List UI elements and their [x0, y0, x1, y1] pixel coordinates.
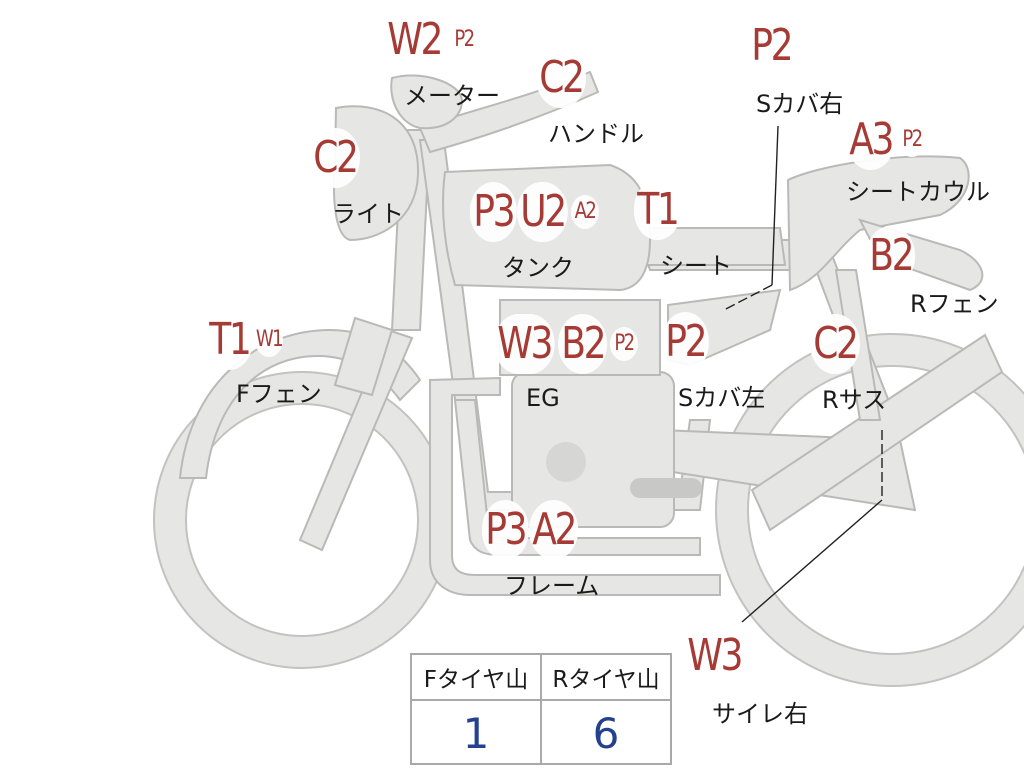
label-engine: EG [526, 384, 560, 412]
grade-main: P3 [482, 500, 529, 560]
guide-line-muffler-2 [741, 499, 883, 623]
grade-light: C2 [310, 128, 371, 188]
grade-main: C2 [310, 128, 360, 188]
grade-main: C2 [810, 314, 860, 374]
grade-main-2: B2 [557, 314, 607, 374]
guide-line-s-cover-right [771, 125, 779, 286]
grade-s-cover-right: P2 [748, 16, 805, 76]
rear-tread-value: 6 [592, 708, 620, 758]
grade-main: P2 [748, 16, 795, 76]
grade-meter: W2 P2 [384, 10, 484, 70]
tread-table-value-row: 1 6 [412, 701, 670, 765]
grade-engine: W3 B2 P2 [494, 314, 644, 374]
grade-r-suspension: C2 [810, 314, 871, 374]
grade-sub: A2 [570, 195, 599, 229]
grade-main: W3 [494, 314, 555, 374]
label-muffler-right: サイレ右 [712, 700, 808, 728]
label-frame: フレーム [504, 572, 600, 600]
label-f-fender: Fフェン [236, 380, 322, 408]
grade-r-fender: B2 [866, 226, 926, 286]
fork-sleeve-shape [333, 316, 394, 397]
label-tank: タンク [502, 254, 574, 282]
grade-main: A3 [846, 110, 896, 170]
label-handle: ハンドル [548, 120, 644, 148]
meter-shape [390, 74, 464, 130]
grade-main-2: A2 [528, 500, 578, 560]
tire-tread-table: Fタイヤ山 Rタイヤ山 1 6 [410, 653, 672, 765]
muffler-shape [750, 333, 1004, 532]
grade-sub: P2 [898, 123, 926, 157]
grade-main: C2 [536, 48, 586, 108]
label-light: ライト [332, 200, 404, 228]
rear-wheel [715, 333, 1024, 687]
frame-lower-shape [429, 376, 721, 596]
label-r-fender: Rフェン [910, 290, 999, 318]
grade-main-2: U2 [516, 182, 568, 242]
front-tread-value: 1 [412, 701, 542, 765]
grade-main: W2 [384, 10, 445, 70]
grade-seat-cowl: A3 P2 [846, 110, 932, 170]
guide-line-s-cover-right-2 [723, 284, 773, 311]
label-r-suspension: Rサス [822, 386, 887, 414]
footpeg-shape [630, 478, 702, 498]
label-s-cover-left: Sカバ左 [678, 384, 766, 412]
grade-f-fender: T1 W1 [206, 310, 289, 370]
label-seat-cowl: シートカウル [846, 178, 990, 206]
grade-main: T1 [634, 180, 681, 240]
grade-sub: P2 [449, 23, 478, 57]
grade-sub: P2 [609, 327, 638, 361]
front-fork-shape [298, 328, 414, 552]
grade-muffler-right: W3 [684, 626, 758, 686]
grade-main: T1 [206, 310, 253, 370]
grade-main: W3 [684, 626, 745, 686]
grade-main: P3 [470, 182, 517, 242]
grade-seat: T1 [634, 180, 691, 240]
grade-frame: P3 A2 [482, 500, 589, 560]
grade-main: P2 [662, 312, 709, 372]
grade-handle: C2 [536, 48, 597, 108]
label-meter: メーター [404, 82, 500, 110]
tread-table-header-row: Fタイヤ山 Rタイヤ山 [412, 655, 670, 701]
engine-cover-shape [546, 442, 586, 482]
grade-sub: W1 [254, 323, 283, 357]
label-s-cover-right: Sカバ右 [756, 90, 844, 118]
label-seat: シート [660, 252, 732, 280]
grade-tank: P3 U2 A2 [470, 182, 605, 242]
grade-main: B2 [866, 226, 916, 286]
rear-tread-header: Rタイヤ山 [552, 667, 660, 693]
front-tread-header: Fタイヤ山 [412, 655, 542, 699]
grade-s-cover-left: P2 [662, 312, 719, 372]
